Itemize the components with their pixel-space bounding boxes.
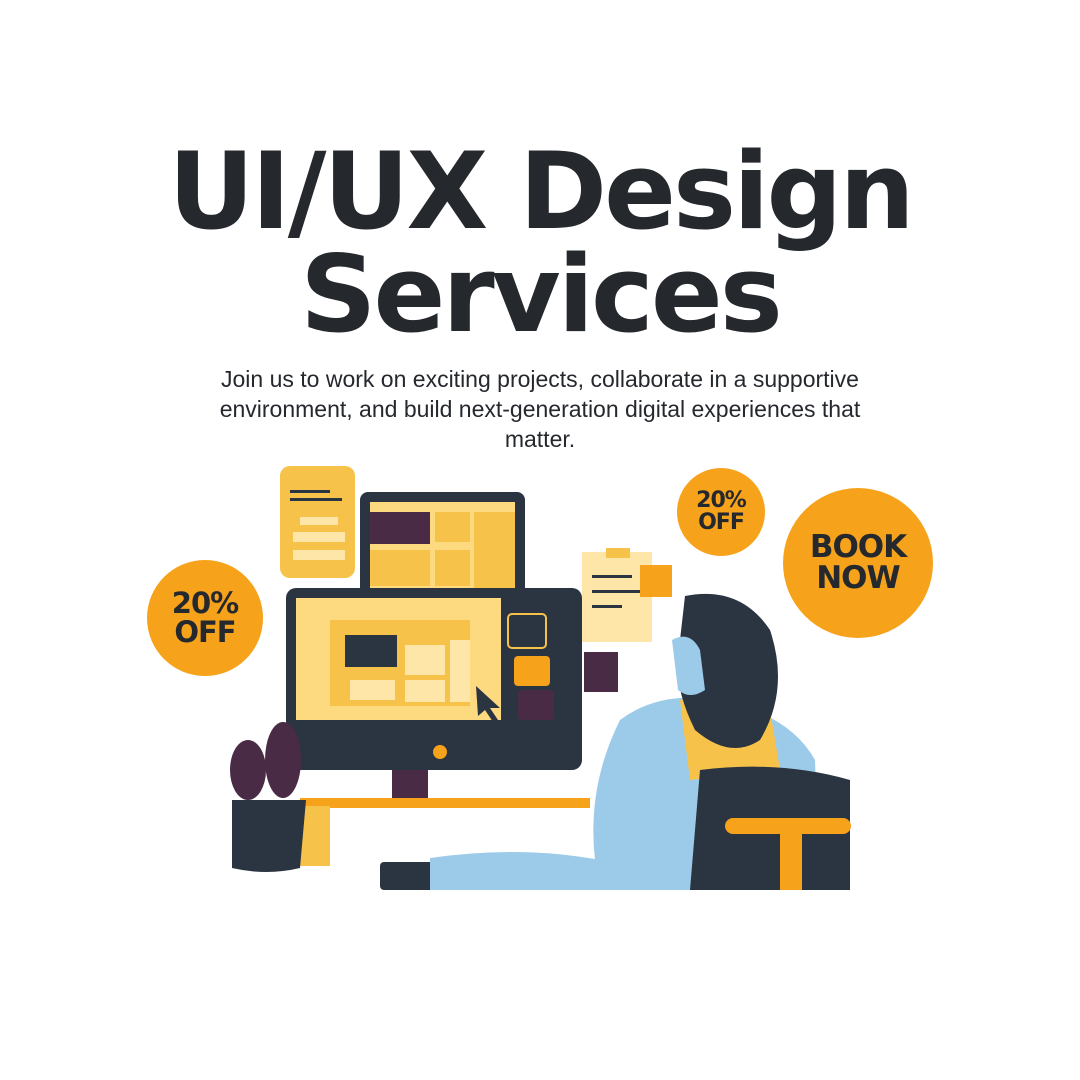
phone-mockup-icon [280,466,355,578]
discount-badge-left: 20% OFF [147,560,263,676]
headline-line-2: Services [300,233,783,356]
subtitle-text: Join us to work on exciting projects, co… [219,366,861,452]
sticky-notes-icon [582,548,672,692]
monitor-icon [286,588,582,798]
book-now-button[interactable]: BOOK NOW [783,488,933,638]
discount-badge-top-off: OFF [698,510,745,535]
book-now-line-1: BOOK [809,529,907,565]
chair-icon [690,766,851,890]
discount-badge-top-percent: 20% [696,488,747,513]
discount-badge-top: 20% OFF [677,468,765,556]
discount-badge-left-off: OFF [174,615,236,649]
tablet-mockup-icon [360,492,525,598]
headline-line-1: UI/UX Design [168,130,915,253]
cactus-plant-icon [230,722,306,872]
book-now-line-2: NOW [816,560,901,596]
discount-badge-left-percent: 20% [171,586,239,620]
designer-illustration [230,466,851,890]
